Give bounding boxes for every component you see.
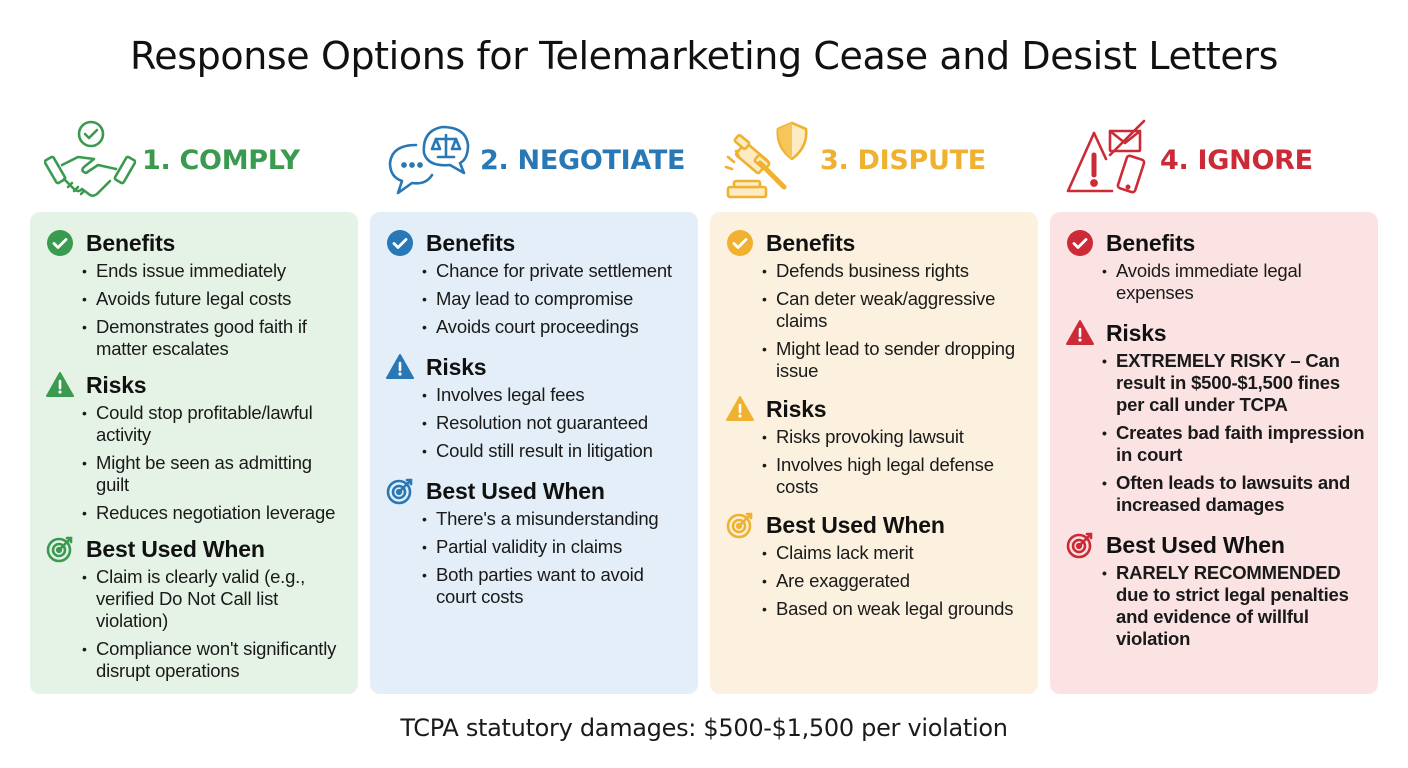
section-title: Risks: [766, 395, 827, 422]
check-circle-icon: [387, 230, 413, 256]
list-item: Avoids court proceedings: [420, 316, 686, 338]
best-used-section: Best Used When There's a misunderstandin…: [386, 476, 686, 608]
section-title: Benefits: [766, 229, 856, 256]
warning-mail-phone-icon: [1066, 119, 1146, 194]
list-item: Might be seen as admitting guilt: [80, 452, 346, 496]
footer-note: TCPA statutory damages: $500-$1,500 per …: [400, 714, 1008, 742]
benefits-section: Benefits Defends business rights Can det…: [726, 228, 1026, 382]
best-used-section: Best Used When Claim is clearly valid (e…: [46, 534, 346, 682]
check-circle-icon: [727, 230, 753, 256]
section-title: Risks: [426, 353, 487, 380]
list-item: EXTREMELY RISKY – Can result in $500-$1,…: [1100, 350, 1366, 416]
list-item: Avoids immediate legal expenses: [1100, 260, 1366, 304]
list-item: May lead to compromise: [420, 288, 686, 310]
section-title: Benefits: [1106, 229, 1196, 256]
list-item: Demonstrates good faith if matter escala…: [80, 316, 346, 360]
option-title: 3. DISPUTE: [820, 144, 986, 176]
target-icon: [46, 536, 73, 563]
list-item: Claims lack merit: [760, 542, 1026, 564]
warning-triangle-icon: [46, 372, 74, 397]
list-item: Compliance won't significantly disrupt o…: [80, 638, 346, 682]
list-item: Are exaggerated: [760, 570, 1026, 592]
option-title: 2. NEGOTIATE: [480, 144, 686, 176]
benefits-section: Benefits Ends issue immediately Avoids f…: [46, 228, 346, 360]
list-item: Resolution not guaranteed: [420, 412, 686, 434]
option-title: 4. IGNORE: [1160, 144, 1313, 176]
section-title: Best Used When: [426, 477, 605, 504]
risks-section: Risks Involves legal fees Resolution not…: [386, 352, 686, 462]
section-title: Best Used When: [766, 511, 945, 538]
section-title: Best Used When: [86, 535, 265, 562]
risks-section: Risks EXTREMELY RISKY – Can result in $5…: [1066, 318, 1366, 516]
list-item: Defends business rights: [760, 260, 1026, 282]
gavel-shield-icon: [724, 121, 808, 199]
list-item: Ends issue immediately: [80, 260, 346, 282]
section-title: Benefits: [86, 229, 176, 256]
header-negotiate: 2. NEGOTIATE: [382, 116, 685, 204]
header-dispute: 3. DISPUTE: [722, 116, 986, 204]
benefits-section: Benefits Avoids immediate legal expenses: [1066, 228, 1366, 304]
header-comply: 1. COMPLY: [44, 116, 300, 204]
page-title: Response Options for Telemarketing Cease…: [129, 34, 1279, 78]
list-item: Could stop profitable/lawful activity: [80, 402, 346, 446]
section-title: Risks: [86, 371, 147, 398]
list-item: Claim is clearly valid (e.g., verified D…: [80, 566, 346, 632]
chat-scales-icon: [388, 125, 470, 195]
list-item: Reduces negotiation leverage: [80, 502, 346, 524]
section-title: Risks: [1106, 319, 1167, 346]
target-icon: [726, 512, 753, 539]
list-item: Avoids future legal costs: [80, 288, 346, 310]
warning-triangle-icon: [386, 354, 414, 379]
option-card-ignore: Benefits Avoids immediate legal expenses…: [1050, 212, 1378, 694]
handshake-check-icon: [44, 120, 136, 197]
list-item: Could still result in litigation: [420, 440, 686, 462]
list-item: Involves legal fees: [420, 384, 686, 406]
best-used-section: Best Used When RARELY RECOMMENDED due to…: [1066, 530, 1366, 650]
list-item: Involves high legal defense costs: [760, 454, 1026, 498]
target-icon: [386, 478, 413, 505]
section-title: Best Used When: [1106, 531, 1285, 558]
risks-section: Risks Risks provoking lawsuit Involves h…: [726, 394, 1026, 498]
option-card-negotiate: Benefits Chance for private settlement M…: [370, 212, 698, 694]
list-item: Risks provoking lawsuit: [760, 426, 1026, 448]
list-item: There's a misunderstanding: [420, 508, 686, 530]
option-title: 1. COMPLY: [142, 144, 300, 176]
best-used-section: Best Used When Claims lack merit Are exa…: [726, 510, 1026, 620]
list-item: Creates bad faith impression in court: [1100, 422, 1366, 466]
benefits-section: Benefits Chance for private settlement M…: [386, 228, 686, 338]
list-item: Chance for private settlement: [420, 260, 686, 282]
risks-section: Risks Could stop profitable/lawful activ…: [46, 370, 346, 524]
option-card-dispute: Benefits Defends business rights Can det…: [710, 212, 1038, 694]
target-icon: [1066, 532, 1093, 559]
list-item: RARELY RECOMMENDED due to strict legal p…: [1100, 562, 1366, 650]
warning-triangle-icon: [726, 396, 754, 421]
list-item: Might lead to sender dropping issue: [760, 338, 1026, 382]
section-title: Benefits: [426, 229, 516, 256]
option-card-comply: Benefits Ends issue immediately Avoids f…: [30, 212, 358, 694]
header-ignore: 4. IGNORE: [1062, 116, 1313, 204]
list-item: Partial validity in claims: [420, 536, 686, 558]
warning-triangle-icon: [1066, 320, 1094, 345]
list-item: Often leads to lawsuits and increased da…: [1100, 472, 1366, 516]
list-item: Based on weak legal grounds: [760, 598, 1026, 620]
check-circle-icon: [47, 230, 73, 256]
list-item: Can deter weak/aggressive claims: [760, 288, 1026, 332]
list-item: Both parties want to avoid court costs: [420, 564, 686, 608]
check-circle-icon: [1067, 230, 1093, 256]
